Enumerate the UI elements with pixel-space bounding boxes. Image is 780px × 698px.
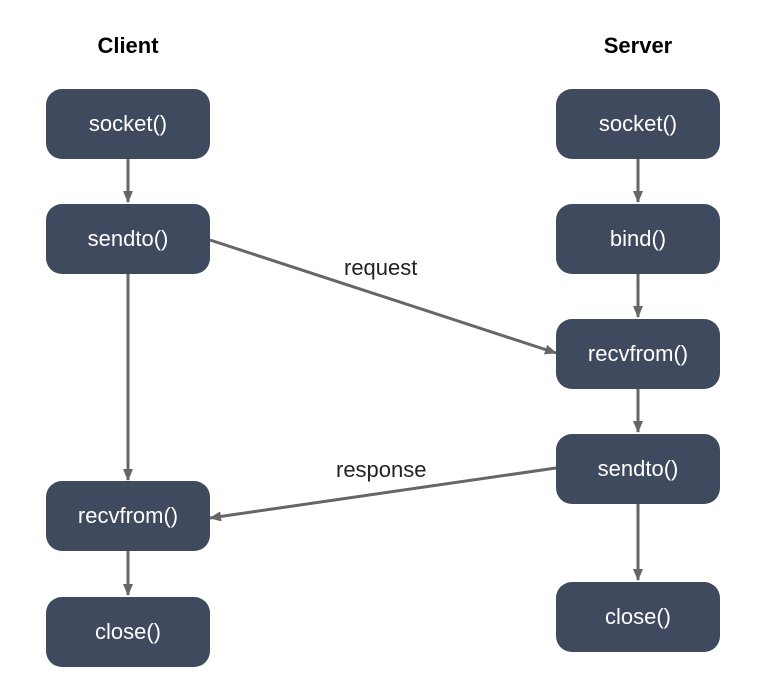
response-label: response xyxy=(336,457,427,482)
server-title: Server xyxy=(603,33,673,58)
server-socket-node: socket() xyxy=(556,89,720,159)
server-close-node: close() xyxy=(556,582,720,652)
arrow-request xyxy=(209,238,557,355)
arrow-response xyxy=(209,466,557,522)
client-close-node: close() xyxy=(46,597,210,667)
server-recvfrom-node: recvfrom() xyxy=(556,319,720,389)
client-title: Client xyxy=(97,33,159,58)
client-recvfrom-node: recvfrom() xyxy=(46,481,210,551)
client-sendto-node: sendto() xyxy=(46,204,210,274)
request-label: request xyxy=(344,255,418,280)
server-sendto-node: sendto() xyxy=(556,434,720,504)
server-bind-node: bind() xyxy=(556,204,720,274)
client-socket-node: socket() xyxy=(46,89,210,159)
